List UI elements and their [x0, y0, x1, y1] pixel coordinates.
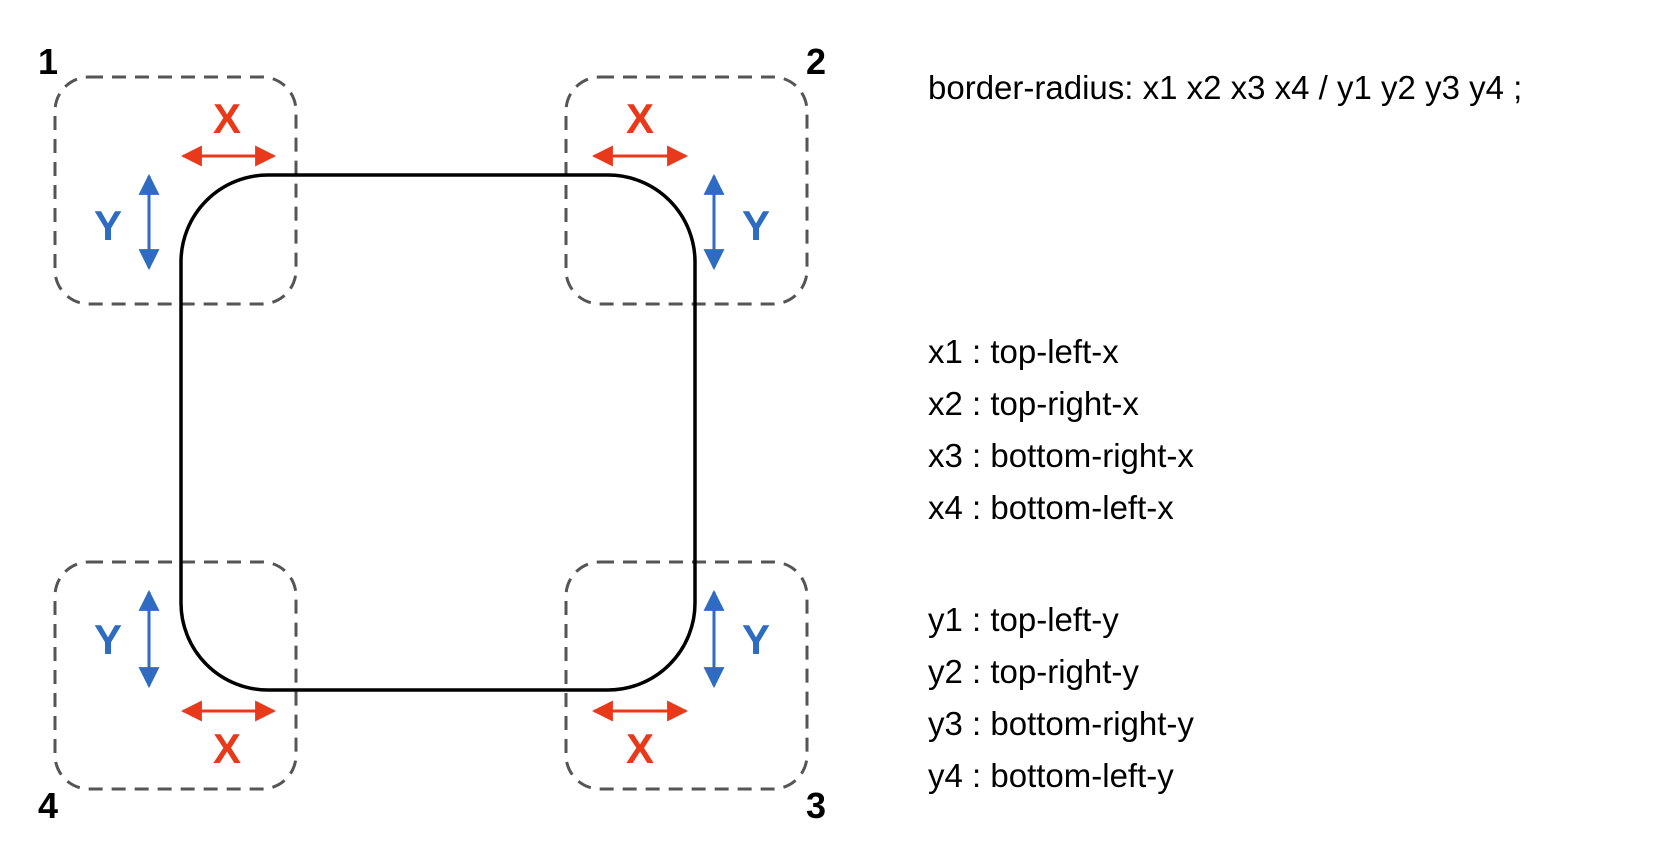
legend-item-x2: x2 : top-right-x	[928, 385, 1139, 422]
y-label-corner-4: Y	[94, 616, 122, 663]
x-label-corner-4: X	[213, 725, 241, 772]
corner-number-3: 3	[806, 785, 826, 826]
corner-number-4: 4	[38, 785, 58, 826]
rounded-shape	[179, 173, 697, 692]
legend-item-x4: x4 : bottom-left-x	[928, 489, 1174, 526]
legend-item-y1: y1 : top-left-y	[928, 601, 1119, 638]
corner-number-1: 1	[38, 41, 58, 82]
corner-box-bottom-right	[564, 560, 809, 791]
legend-item-y2: y2 : top-right-y	[928, 653, 1139, 690]
corner-number-2: 2	[806, 41, 826, 82]
corner-box-top-right	[564, 75, 809, 306]
border-radius-syntax: border-radius: x1 x2 x3 x4 / y1 y2 y3 y4…	[928, 69, 1523, 106]
y-label-corner-3: Y	[742, 616, 770, 663]
corner-box-bottom-left	[53, 560, 298, 791]
y-label-corner-2: Y	[742, 202, 770, 249]
legend-item-y3: y3 : bottom-right-y	[928, 705, 1194, 742]
x-label-corner-3: X	[626, 725, 654, 772]
corner-box-top-left	[53, 75, 298, 306]
legend-item-x1: x1 : top-left-x	[928, 333, 1119, 370]
legend-item-x3: x3 : bottom-right-x	[928, 437, 1194, 474]
x-legend-list: x1 : top-left-x x2 : top-right-x x3 : bo…	[928, 326, 1194, 534]
x-label-corner-2: X	[626, 95, 654, 142]
y-label-corner-1: Y	[94, 202, 122, 249]
x-label-corner-1: X	[213, 95, 241, 142]
y-legend-list: y1 : top-left-y y2 : top-right-y y3 : bo…	[928, 594, 1194, 802]
legend-item-y4: y4 : bottom-left-y	[928, 757, 1174, 794]
